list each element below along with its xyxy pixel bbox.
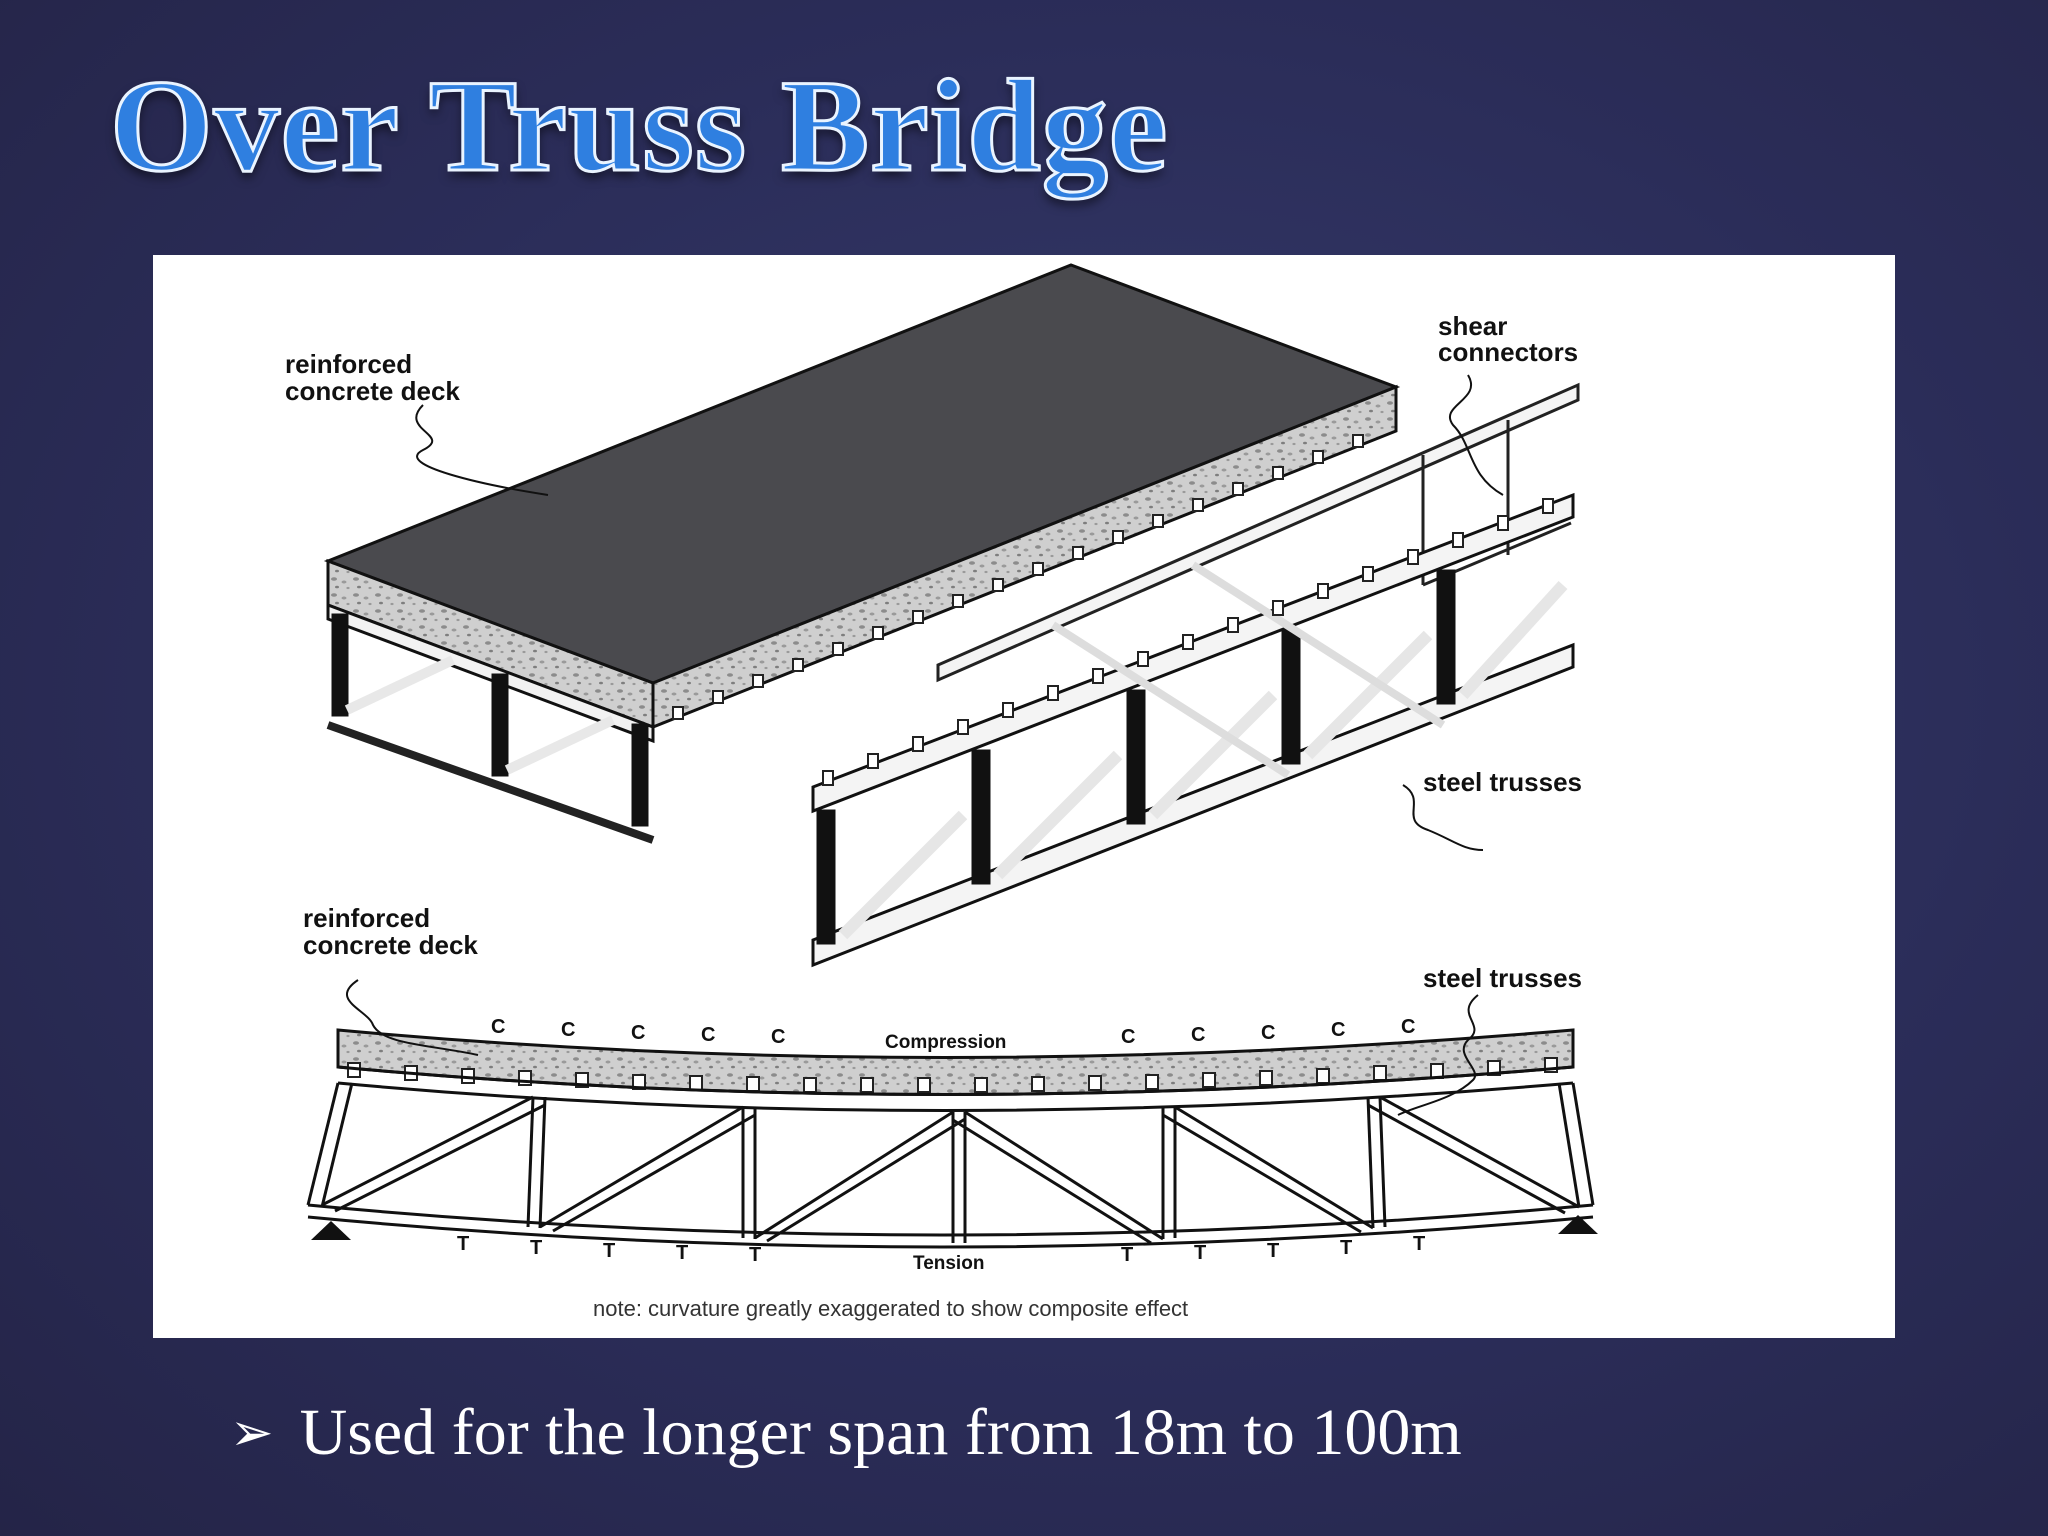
compression-mark: C [701, 1024, 715, 1046]
truss-shear-connectors [822, 498, 1554, 786]
compression-mark: C [1121, 1026, 1135, 1048]
compression-mark: C [1261, 1022, 1275, 1044]
elev-trusses-label: steel trusses [1423, 963, 1582, 993]
tension-mark: T [603, 1240, 615, 1262]
curvature-note: note: curvature greatly exaggerated to s… [593, 1296, 1188, 1321]
trusses-leader-line [1402, 784, 1484, 851]
shear-leader-line [1449, 374, 1504, 496]
tension-mark: T [1267, 1240, 1279, 1262]
deck-label-line2: concrete deck [285, 376, 460, 406]
bullet-text: Used for the longer span from 18m to 100… [299, 1396, 1462, 1469]
right-support-icon [1558, 1215, 1598, 1234]
elev-deck-label-line1: reinforced [303, 903, 430, 933]
trusses-label: steel trusses [1423, 767, 1582, 797]
isometric-bridge-view: reinforced concrete deck shear connector… [285, 263, 1582, 968]
tension-mark: T [676, 1242, 688, 1264]
tension-mark: T [530, 1237, 542, 1259]
left-steel-truss [326, 602, 655, 844]
elev-trusses-leader-line [1397, 994, 1479, 1116]
tension-mark: T [1413, 1233, 1425, 1255]
compression-mark: C [1191, 1024, 1205, 1046]
tension-mark: T [1340, 1237, 1352, 1259]
tension-mark: T [1121, 1244, 1133, 1266]
compression-mark: C [491, 1016, 505, 1038]
elevation-steel-truss [306, 1065, 1595, 1249]
left-support-icon [311, 1221, 351, 1240]
elev-deck-label-line2: concrete deck [303, 930, 478, 960]
shear-label-line2: connectors [1438, 337, 1578, 367]
compression-marks: C C C C C C C C C C [491, 1016, 1415, 1048]
truss-bridge-figure: reinforced concrete deck shear connector… [153, 255, 1895, 1338]
tension-mark: T [1194, 1242, 1206, 1264]
bullet-point: ➢ Used for the longer span from 18m to 1… [230, 1395, 1462, 1471]
elevation-bridge-view: reinforced concrete deck steel trusses C… [303, 903, 1598, 1321]
compression-mark: C [561, 1019, 575, 1041]
tension-marks: T T T T T T T T T T [457, 1233, 1425, 1266]
right-steel-truss [811, 492, 1575, 968]
tension-mark: T [749, 1244, 761, 1266]
tension-mark: T [457, 1233, 469, 1255]
compression-mark: C [1401, 1016, 1415, 1038]
arrowhead-bullet-icon: ➢ [230, 1405, 274, 1462]
tension-label: Tension [913, 1253, 984, 1274]
shear-label-line1: shear [1438, 311, 1507, 341]
compression-mark: C [1331, 1019, 1345, 1041]
compression-mark: C [631, 1022, 645, 1044]
deck-label-line1: reinforced [285, 349, 412, 379]
compression-label: Compression [885, 1032, 1006, 1053]
elev-deck-leader-line [346, 979, 479, 1056]
slide-title: Over Truss Bridge [108, 52, 1169, 199]
deck-leader-line [415, 404, 549, 496]
deck-shear-connectors [672, 434, 1364, 720]
compression-mark: C [771, 1026, 785, 1048]
truss-bridge-diagram: reinforced concrete deck shear connector… [285, 263, 1598, 1321]
